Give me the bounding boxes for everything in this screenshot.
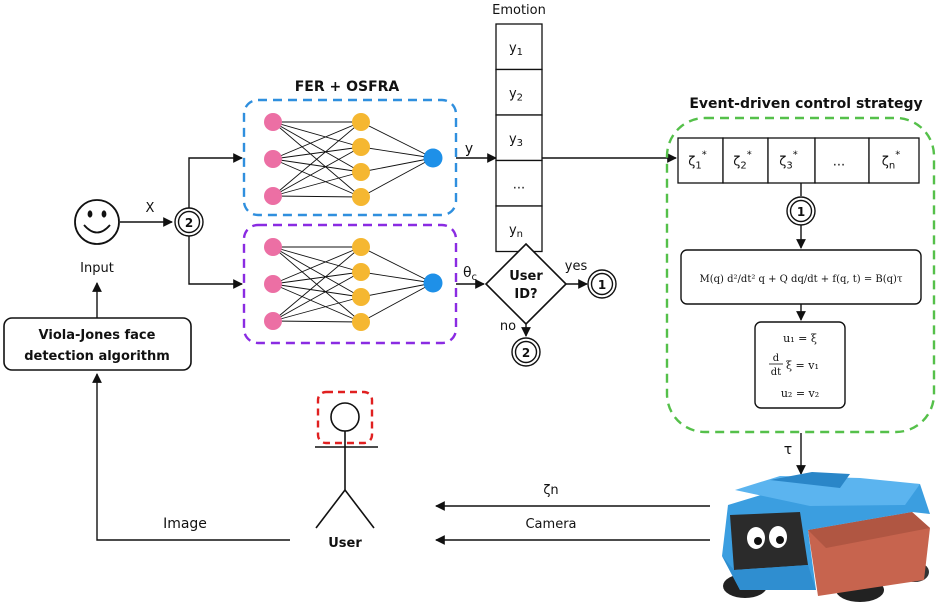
- emotion-cell-label: y2: [509, 86, 523, 103]
- fer-osfra-title: FER + OSFRA: [295, 79, 400, 95]
- userid-input-node: [264, 275, 282, 293]
- fer-network-box: [242, 98, 458, 217]
- userid-hidden-node: [352, 288, 370, 306]
- svg-text:1: 1: [598, 278, 606, 292]
- zeta-cell-label: ζ3*: [779, 150, 797, 172]
- fer-input-node: [264, 113, 282, 131]
- fer-input-node: [264, 187, 282, 205]
- dynamics-equation: M(q) d²/dt² q + Q dq/dt + f(q, t) = B(q)…: [700, 274, 903, 285]
- emotion-cell-label: yn: [509, 223, 523, 240]
- userid-input-node: [264, 238, 282, 256]
- dynamics-equation-box: M(q) d²/dt² q + Q dq/dt + f(q, t) = B(q)…: [680, 249, 922, 305]
- userid-output-node: [423, 273, 443, 293]
- no-label: no: [500, 319, 516, 334]
- emotion-cell: [495, 205, 543, 253]
- userid-hidden-node: [352, 313, 370, 331]
- smiley-face-icon: [74, 199, 120, 245]
- viola-jones-label-line2: detection algorithm: [24, 349, 170, 364]
- system-eq-1: u₁ = ξ: [783, 332, 817, 345]
- userid-hidden-node: [352, 238, 370, 256]
- svg-text:2: 2: [185, 216, 193, 230]
- decision-line2: ID?: [514, 287, 537, 302]
- fer-hidden-node: [352, 138, 370, 156]
- connector-1-green: 1: [786, 196, 816, 226]
- decision-line1: User: [509, 269, 543, 284]
- system-eq-2-num: d: [773, 353, 780, 364]
- control-strategy-box: [665, 116, 936, 434]
- connector-2-bottom: 2: [511, 337, 541, 367]
- svg-text:2: 2: [522, 346, 530, 360]
- input-label: Input: [80, 261, 114, 276]
- emotion-title: Emotion: [492, 3, 546, 18]
- fer-hidden-node: [352, 188, 370, 206]
- y-label: y: [465, 141, 473, 157]
- viola-jones-label-line1: Viola-Jones face: [39, 328, 156, 343]
- emotion-cell: [495, 159, 543, 207]
- user-id-neural-network: [264, 238, 443, 331]
- event-driven-title: Event-driven control strategy: [689, 96, 922, 112]
- zeta-cell: [868, 137, 920, 184]
- fer-hidden-node: [352, 113, 370, 131]
- emotion-cell-label: y1: [509, 41, 523, 58]
- user-id-decision: User ID?: [484, 242, 568, 326]
- system-eq-3: u₂ = v₂: [781, 387, 819, 400]
- zeta-cell: [767, 137, 816, 184]
- userid-input-node: [264, 312, 282, 330]
- fer-output-node: [423, 148, 443, 168]
- image-label: Image: [163, 516, 207, 532]
- fer-neural-network: [264, 113, 443, 206]
- zeta-cell-label: ζn*: [882, 150, 900, 172]
- camera-label: Camera: [525, 517, 576, 532]
- userid-hidden-node: [352, 263, 370, 281]
- x-label: X: [146, 201, 155, 216]
- yes-label: yes: [565, 259, 588, 274]
- system-eq-2-rhs: ξ = v₁: [786, 359, 819, 372]
- tau-label: τ: [784, 442, 792, 458]
- zeta-n-label: ζn: [543, 483, 558, 498]
- user-label: User: [328, 536, 362, 551]
- connector-1-right: 1: [587, 269, 617, 299]
- system-equation-box: u₁ = ξ d dt ξ = v₁ u₂ = v₂: [754, 321, 846, 409]
- theta-label: θc: [463, 265, 477, 283]
- viola-jones-box: Viola-Jones face detection algorithm: [3, 317, 192, 371]
- zeta-cell: [677, 137, 724, 184]
- face-highlight-box: [316, 390, 374, 445]
- connector-2-main: 2: [174, 207, 204, 237]
- fer-hidden-node: [352, 163, 370, 181]
- emotion-vector: y1 y2 y3... yn: [495, 23, 543, 253]
- zeta-cell: [722, 137, 769, 184]
- fer-input-node: [264, 150, 282, 168]
- user-id-network-box: [242, 223, 458, 345]
- emotion-cell-label: ...: [513, 177, 525, 192]
- zeta-cell-label: ...: [833, 155, 845, 170]
- zeta-cell-label: ζ2*: [733, 150, 751, 172]
- emotion-cell: [495, 114, 543, 162]
- svg-text:1: 1: [797, 205, 805, 219]
- emotion-cell-label: y3: [509, 132, 523, 149]
- zeta-vector: ζ1* ζ2* ζ3*... ζn*: [677, 137, 920, 184]
- emotion-cell: [495, 23, 543, 71]
- robot-image: [722, 472, 930, 602]
- zeta-cell: [814, 137, 870, 184]
- zeta-cell-label: ζ1*: [688, 150, 706, 172]
- user-figure: [315, 390, 378, 529]
- system-eq-2-den: dt: [771, 367, 781, 378]
